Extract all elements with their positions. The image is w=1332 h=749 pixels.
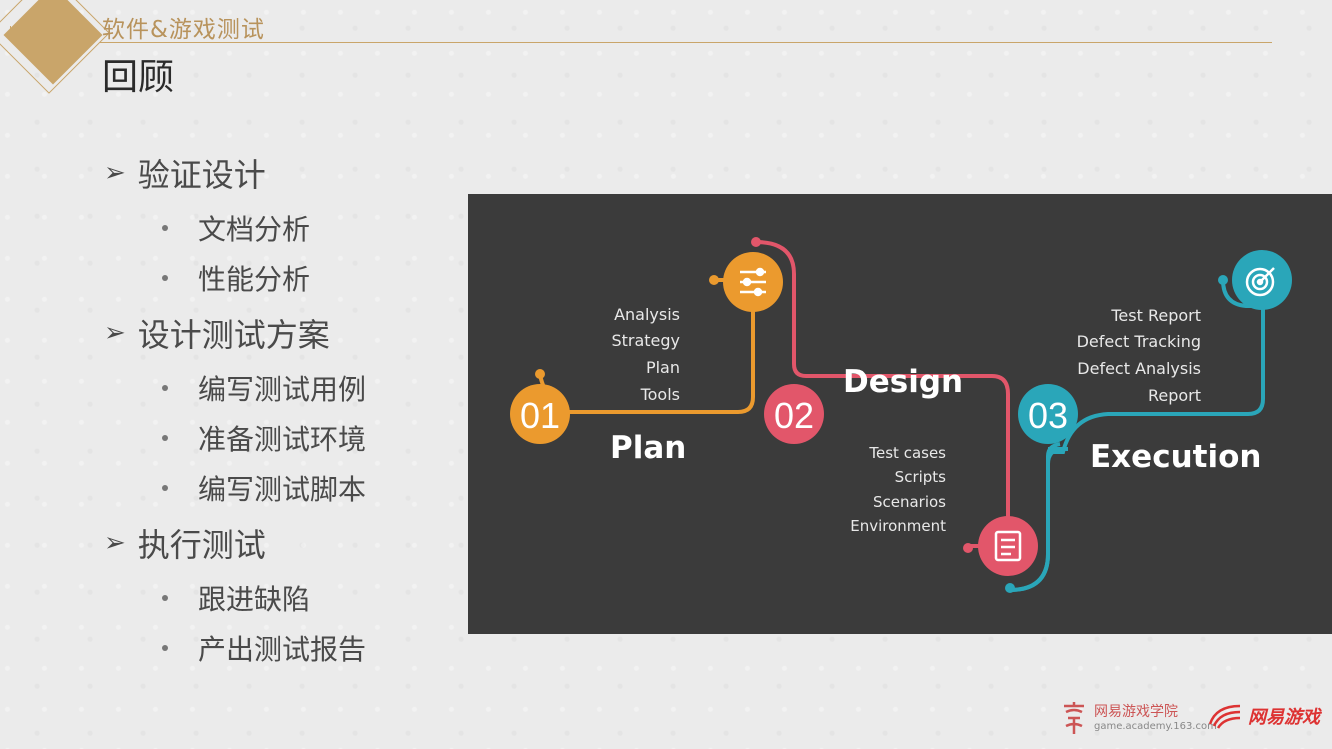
arrow-bullet-icon: ➢ <box>104 318 126 348</box>
design-badge <box>764 384 824 444</box>
outline-subitem: 编写测试脚本 <box>162 468 366 508</box>
plan-item: Strategy <box>611 331 680 350</box>
outline-subitem-label: 性能分析 <box>198 263 311 296</box>
plan-title: Plan <box>610 430 686 466</box>
netease-games-logo: 网易游戏 <box>1206 700 1320 732</box>
execution-endpoint <box>1005 583 1015 593</box>
arrow-bullet-icon: ➢ <box>104 528 126 558</box>
plan-item: Plan <box>646 358 680 377</box>
design-number: 02 <box>774 395 814 436</box>
outline-subitem-label: 编写测试用例 <box>198 373 367 406</box>
bullet-dot-icon <box>162 595 168 601</box>
header-divider <box>100 42 1272 43</box>
target-icon <box>1245 267 1275 297</box>
bullet-dot-icon <box>162 385 168 391</box>
academy-name: 网易游戏学院 <box>1094 703 1178 720</box>
bullet-dot-icon <box>162 435 168 441</box>
plan-item: Tools <box>640 385 680 404</box>
execution-title: Execution <box>1090 439 1261 475</box>
outline-item-test-plan: ➢ 设计测试方案 <box>104 310 330 356</box>
arrow-bullet-icon: ➢ <box>104 158 126 188</box>
design-title: Design <box>843 364 963 400</box>
outline-heading: 执行测试 <box>137 526 266 564</box>
outline-subitem: 文档分析 <box>162 208 310 248</box>
outline-heading: 验证设计 <box>137 156 266 194</box>
execution-connector-lower <box>1009 442 1061 592</box>
header-tick <box>0 26 11 40</box>
outline-subitem: 产出测试报告 <box>162 628 366 668</box>
bullet-dot-icon <box>162 645 168 651</box>
execution-item: Report <box>1148 386 1201 405</box>
outline-subitem: 准备测试环境 <box>162 418 366 458</box>
outline-subitem: 性能分析 <box>162 258 310 298</box>
execution-item: Test Report <box>1110 306 1201 325</box>
outline-item-execute-test: ➢ 执行测试 <box>104 520 266 566</box>
plan-item: Analysis <box>614 305 680 324</box>
design-endpoint <box>751 237 761 247</box>
plan-endpoint <box>709 275 719 285</box>
bullet-dot-icon <box>162 275 168 281</box>
design-item: Test cases <box>868 444 946 462</box>
netease-games-swirl-icon <box>1208 704 1241 729</box>
outline-subitem-label: 跟进缺陷 <box>198 583 311 616</box>
design-item: Environment <box>850 517 946 535</box>
bullet-dot-icon <box>162 485 168 491</box>
outline-subitem: 跟进缺陷 <box>162 578 310 618</box>
outline-heading: 设计测试方案 <box>137 316 330 354</box>
page-title: 回顾 <box>102 57 175 98</box>
plan-badge <box>510 384 570 444</box>
academy-emblem-icon <box>1064 702 1084 734</box>
brand-title: 软件&游戏测试 <box>102 17 265 43</box>
checklist-icon <box>994 530 1022 562</box>
plan-endpoint <box>535 369 545 379</box>
execution-item: Defect Analysis <box>1077 359 1201 378</box>
execution-item: Defect Tracking <box>1077 332 1201 351</box>
execution-number: 03 <box>1028 395 1068 436</box>
design-item: Scenarios <box>873 493 946 511</box>
academy-url: game.academy.163.com <box>1094 720 1217 732</box>
plan-number: 01 <box>520 395 560 436</box>
design-item: Scripts <box>895 468 947 486</box>
execution-badge <box>1018 384 1078 444</box>
header-decoration <box>0 0 110 100</box>
execution-endpoint <box>1218 275 1228 285</box>
outline-subitem-label: 编写测试脚本 <box>198 473 367 506</box>
outline-subitem-label: 准备测试环境 <box>198 423 367 456</box>
outline-subitem-label: 产出测试报告 <box>198 633 367 666</box>
sliders-icon <box>740 267 766 297</box>
design-endpoint <box>963 543 973 553</box>
bullet-dot-icon <box>162 225 168 231</box>
academy-logo: 网易游戏学院 game.academy.163.com <box>1060 700 1217 736</box>
outline-subitem: 编写测试用例 <box>162 368 366 408</box>
test-process-infographic: 01 02 03 Plan Design Exec <box>468 194 1332 634</box>
netease-games-name: 网易游戏 <box>1248 707 1320 728</box>
outline-subitem-label: 文档分析 <box>198 213 311 246</box>
outline-item-verify-design: ➢ 验证设计 <box>104 150 266 196</box>
